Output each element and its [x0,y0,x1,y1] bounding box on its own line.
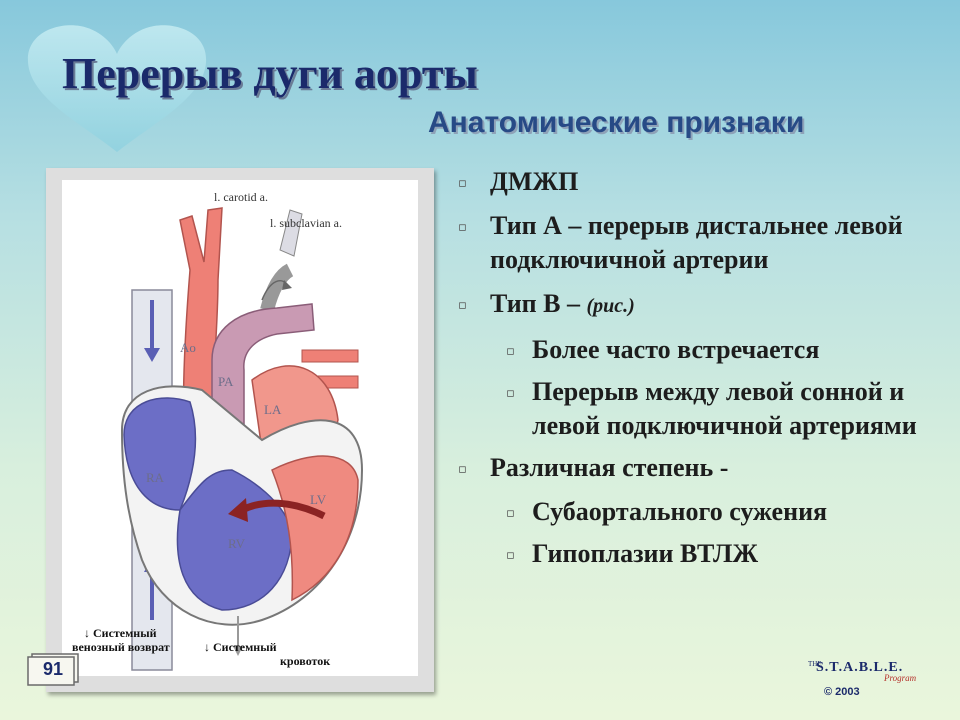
label-aorta: Ao [180,340,196,355]
bullet-marker-icon: ▫ [506,548,515,563]
page-stack-icon [27,653,79,686]
bullet-subitem: ▫ Перерыв между левой сонной и левой под… [506,377,917,440]
bullet-item: ▫ Тип А – перерыв дистальнее левой подкл… [458,211,903,274]
bullet-subitem: ▫ Более часто встречается [458,333,938,367]
bullet-marker-icon: ▫ [458,462,467,477]
page-number: 91 [42,659,64,679]
slide-title: Перерыв дуги аорты [62,49,478,98]
label-left-ventricle: LV [310,492,327,507]
figure-frame: l. carotid a. l. subclavian a. Ao PA LA … [46,168,434,692]
bullet-list: ▫ ДМЖП ▫ Тип А – перерыв дистальнее лево… [458,165,938,579]
copyright-text: © 2003 [824,686,860,698]
right-atrium-shape [123,397,197,511]
label-left-atrium: LA [264,402,282,417]
label-right-ventricle: RV [228,536,246,551]
page-number-badge: 91 [24,652,79,686]
bullet-item: ▫ Различная степень - [458,451,938,485]
bullet-item: ▫ ДМЖП [458,165,938,199]
slide-subtitle: Анатомические признаки [428,106,805,139]
bullet-marker-icon: ▫ [458,298,467,313]
bullet-subitem: ▫ Субаортального сужения [458,495,938,529]
bullet-marker-icon: ▫ [506,386,515,401]
caption-venous-return: ↓ Системный венозный возврат [72,626,170,654]
caption-systemic-flow: ↓ Системный кровоток [204,640,331,668]
bullet-marker-icon: ▫ [506,344,515,359]
heart-anatomy-figure: l. carotid a. l. subclavian a. Ao PA LA … [62,180,418,676]
bullet-subitem: ▫ Гипоплазии ВТЛЖ [458,537,938,571]
label-carotid: l. carotid a. [214,190,268,204]
down-arrow-icon: ↓ [84,626,90,640]
bullet-marker-icon: ▫ [458,220,467,235]
heart-diagram-illustration [120,207,364,671]
down-arrow-icon: ↓ [204,640,210,654]
stable-logo: THE S.T.A.B.L.E. Program © 2003 [808,660,917,698]
label-subclavian: l. subclavian a. [270,216,342,230]
heart-decoration [27,25,207,152]
label-pulmonary-artery: PA [218,374,234,389]
left-ventricle-shape [271,455,359,602]
bullet-marker-icon: ▫ [506,506,515,521]
label-right-atrium: RA [146,470,165,485]
bullet-item: ▫ Тип В – (рис.) [458,287,938,323]
bullet-marker-icon: ▫ [458,176,467,191]
